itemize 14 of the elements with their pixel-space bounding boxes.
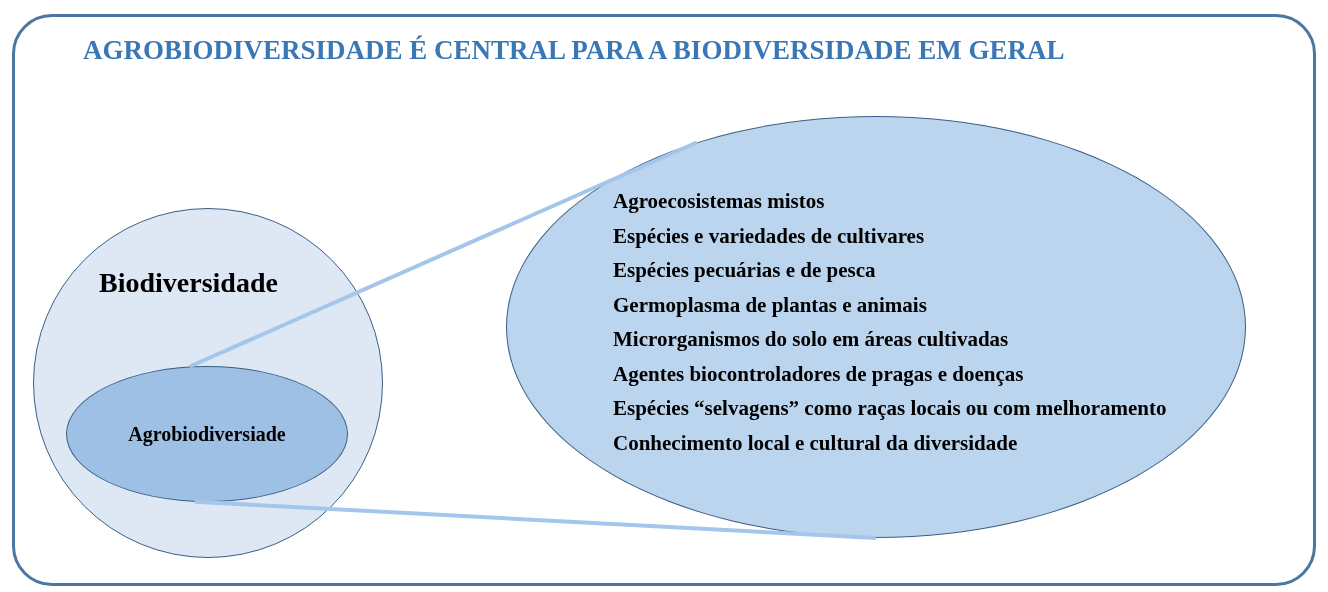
list-item: Espécies e variedades de cultivares — [613, 223, 925, 249]
title-text: AGROBIODIVERSIDADE É CENTRAL PARA A BIODIVERSIDADE EM GERAL — [83, 35, 1065, 66]
list-item: Microrganismos do solo em áreas cultivadas — [613, 327, 1009, 352]
connector-line — [194, 499, 877, 540]
circle-label: Biodiversidade — [99, 267, 278, 299]
connector-line — [189, 140, 698, 369]
list-item: Agroecosistemas mistos — [613, 189, 825, 214]
list-item: Espécies pecuárias e de pesca — [613, 258, 876, 283]
list-item: Agentes biocontroladores de pragas e doenças — [613, 361, 1024, 387]
list-item: Espécies “selvagens” como raças locais ou com melhoramento — [613, 396, 1167, 421]
list-item: Conhecimento local e cultural da diversidade — [613, 430, 1018, 456]
ellipse-label: Agrobiodiversiade — [127, 422, 287, 446]
outer-frame — [12, 14, 1316, 586]
list-item: Germoplasma de plantas e animais — [613, 292, 927, 318]
